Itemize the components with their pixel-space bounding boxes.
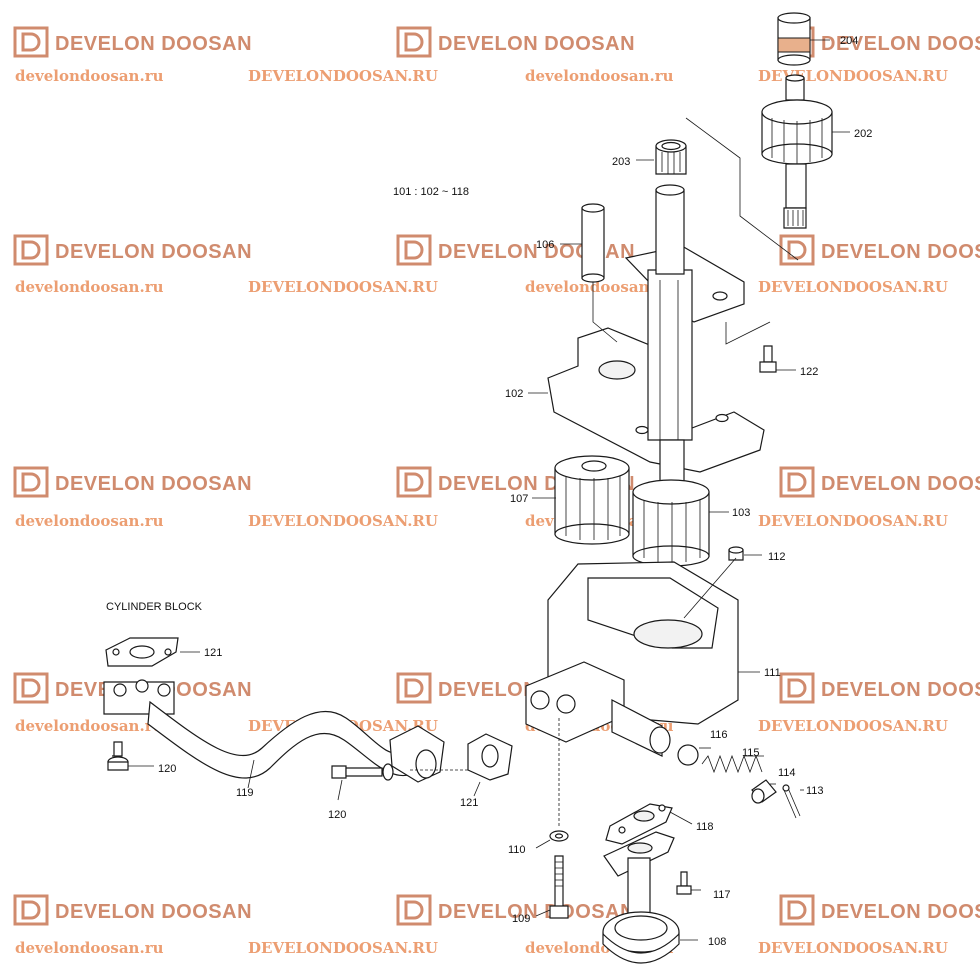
part-label-107: 107 bbox=[510, 493, 528, 505]
labels-layer: 101 : 102 ~ 118 CYLINDER BLOCK 204 202 2… bbox=[106, 35, 872, 948]
cylinder-block-label: CYLINDER BLOCK bbox=[106, 601, 203, 613]
watermark-logo: DEVELON DOOSAN bbox=[779, 894, 980, 926]
part-120-bolt-left bbox=[107, 741, 129, 771]
part-121-gasket-lower bbox=[467, 733, 513, 781]
watermark-logo-text: DEVELON DOOSAN bbox=[821, 241, 980, 263]
part-label-202: 202 bbox=[854, 128, 872, 140]
part-label-109: 109 bbox=[512, 913, 530, 925]
part-label-203: 203 bbox=[612, 156, 630, 168]
part-122-bolt bbox=[759, 345, 777, 373]
part-117-bolt bbox=[676, 871, 692, 895]
watermark-url: develondoosan.ru bbox=[525, 278, 674, 296]
part-label-115: 115 bbox=[742, 747, 760, 759]
part-121-gasket-upper bbox=[105, 637, 179, 667]
watermark-url: develondoosan.ru bbox=[15, 939, 164, 957]
watermark-logo: DEVELON DOOSAN bbox=[396, 894, 635, 926]
part-label-116: 116 bbox=[710, 729, 728, 741]
part-114-plug bbox=[751, 779, 777, 804]
part-119-oil-pipe bbox=[103, 679, 445, 783]
watermark-logo: DEVELON DOOSAN bbox=[13, 894, 252, 926]
part-label-106: 106 bbox=[536, 239, 554, 251]
part-113-split-pin bbox=[782, 784, 801, 819]
watermark-url: develondoosan.ru bbox=[15, 717, 164, 735]
watermark-logo: DEVELON DOOSAN bbox=[13, 466, 252, 498]
watermark-logo-text: DEVELON DOOSAN bbox=[55, 33, 252, 55]
watermark-logo-text: DEVELON DOOSAN bbox=[55, 241, 252, 263]
part-label-118: 118 bbox=[696, 821, 714, 833]
watermark-url: DEVELONDOOSAN.RU bbox=[248, 278, 438, 296]
watermark-url: develondoosan.ru bbox=[15, 67, 164, 85]
watermark-url: develondoosan.ru bbox=[525, 67, 674, 85]
watermark-logo-text: DEVELON DOOSAN bbox=[821, 473, 980, 495]
part-107-idler-gear bbox=[554, 455, 630, 545]
part-label-121: 121 bbox=[460, 797, 478, 809]
watermark-logo: DEVELON DOOSAN bbox=[779, 26, 980, 58]
watermark-logo: DEVELON DOOSAN bbox=[779, 672, 980, 704]
part-109-bolt bbox=[549, 855, 569, 919]
part-label-111: 111 bbox=[764, 667, 781, 679]
part-label-117: 117 bbox=[713, 889, 731, 901]
watermark-logo: DEVELON DOOSAN bbox=[779, 466, 980, 498]
part-103-drive-gear bbox=[632, 439, 710, 567]
part-108-strainer bbox=[602, 831, 680, 964]
part-label-110: 110 bbox=[508, 844, 526, 856]
watermark-url: DEVELONDOOSAN.RU bbox=[758, 512, 948, 530]
part-label-122: 122 bbox=[800, 366, 818, 378]
part-102-pump-body bbox=[547, 184, 765, 473]
leader-lines bbox=[128, 39, 850, 941]
part-118-gasket bbox=[605, 803, 673, 845]
watermark-url: DEVELONDOOSAN.RU bbox=[248, 67, 438, 85]
part-115-spring bbox=[701, 754, 763, 774]
part-111-housing bbox=[525, 561, 739, 757]
watermark-logo-text: DEVELON DOOSAN bbox=[438, 901, 635, 923]
watermark-url: DEVELONDOOSAN.RU bbox=[758, 278, 948, 296]
assembly-note: 101 : 102 ~ 118 bbox=[393, 186, 469, 198]
watermark-url: develondoosan.ru bbox=[15, 512, 164, 530]
watermark-url: DEVELONDOOSAN.RU bbox=[248, 939, 438, 957]
part-label-119: 119 bbox=[236, 787, 254, 799]
part-112-plug bbox=[728, 546, 744, 561]
part-label-103: 103 bbox=[732, 507, 750, 519]
part-label-102: 102 bbox=[505, 388, 523, 400]
watermark-url: DEVELONDOOSAN.RU bbox=[758, 939, 948, 957]
watermark-logo: DEVELON DOOSAN bbox=[396, 26, 635, 58]
part-label-204: 204 bbox=[840, 35, 858, 47]
watermark-url: DEVELONDOOSAN.RU bbox=[758, 67, 948, 85]
part-label-114: 114 bbox=[778, 767, 796, 779]
part-110-washer bbox=[549, 830, 569, 842]
watermark-url: DEVELONDOOSAN.RU bbox=[758, 717, 948, 735]
part-label-112: 112 bbox=[768, 551, 786, 563]
part-203-bushing bbox=[655, 139, 687, 175]
watermark-layer: DEVELON DOOSAN DEVELON DOOSAN DEVELON DO… bbox=[13, 26, 980, 957]
watermark-logo: DEVELON DOOSAN bbox=[13, 26, 252, 58]
watermark-logo: DEVELON DOOSAN bbox=[13, 234, 252, 266]
part-label-120: 120 bbox=[158, 763, 176, 775]
parts-layer bbox=[103, 12, 850, 964]
watermark-logo-text: DEVELON DOOSAN bbox=[821, 33, 980, 55]
watermark-logo-text: DEVELON DOOSAN bbox=[438, 33, 635, 55]
part-label-108: 108 bbox=[708, 936, 726, 948]
watermark-logo: DEVELON DOOSAN bbox=[779, 234, 980, 266]
part-202-drive-gear bbox=[761, 74, 833, 229]
part-116-ball bbox=[677, 744, 699, 766]
part-204-bushing bbox=[777, 12, 811, 66]
watermark-logo-text: DEVELON DOOSAN bbox=[55, 473, 252, 495]
part-label-120: 120 bbox=[328, 809, 346, 821]
part-label-121: 121 bbox=[204, 647, 222, 659]
watermark-logo-text: DEVELON DOOSAN bbox=[821, 901, 980, 923]
watermark-url: DEVELONDOOSAN.RU bbox=[248, 512, 438, 530]
watermark-url: develondoosan.ru bbox=[15, 278, 164, 296]
part-120-bolt-right bbox=[331, 763, 394, 781]
part-106-pin bbox=[581, 203, 605, 283]
watermark-logo-text: DEVELON DOOSAN bbox=[821, 679, 980, 701]
watermark-logo-text: DEVELON DOOSAN bbox=[55, 901, 252, 923]
part-label-113: 113 bbox=[806, 785, 824, 797]
